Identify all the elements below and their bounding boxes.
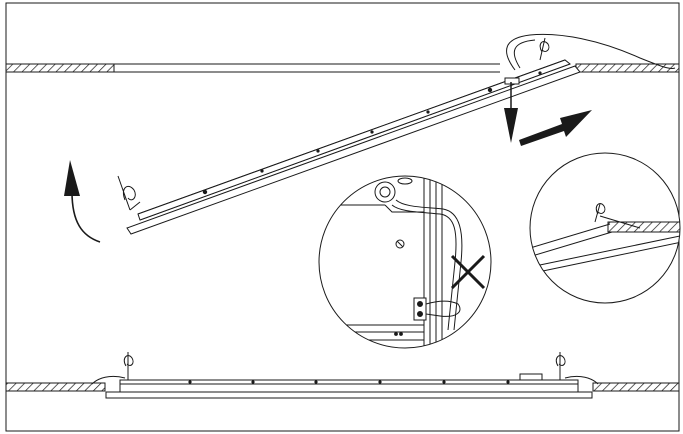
bottom-ceiling	[5, 382, 680, 392]
tilted-panel	[117, 33, 676, 235]
detail-cable-connection	[318, 175, 492, 349]
power-cable	[506, 33, 676, 71]
ceiling-slab-right	[575, 63, 680, 73]
spring-clip-right	[539, 37, 550, 61]
spring-clip-left	[117, 175, 141, 211]
panel-screws	[202, 71, 542, 195]
seated-panel-screws	[188, 380, 510, 384]
seated-driver-box	[519, 373, 543, 381]
up-curved-arrow-icon	[64, 160, 101, 243]
panel-body	[126, 65, 581, 235]
panel-housing	[137, 59, 572, 221]
ceiling-slab-left	[5, 63, 115, 73]
seated-panel	[91, 352, 599, 399]
cross-mark-icon	[450, 254, 486, 290]
power-cable-inner	[513, 39, 536, 69]
down-arrow-icon	[504, 82, 518, 143]
right-arrow-icon	[519, 110, 592, 146]
seated-panel-trim	[105, 391, 593, 399]
driver-box	[504, 77, 520, 85]
seated-spring-right	[555, 352, 566, 380]
detail-panel-edge	[529, 152, 681, 304]
ceiling-slab-right-bottom	[592, 382, 680, 392]
seated-panel-body	[119, 379, 579, 393]
ceiling-slab-left-bottom	[5, 382, 106, 392]
seated-spring-left	[123, 352, 134, 380]
